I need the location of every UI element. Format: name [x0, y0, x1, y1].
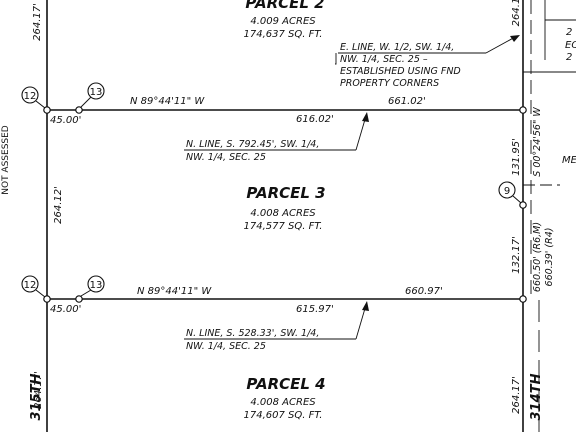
- corner-monument: [519, 201, 527, 209]
- point-number-circle: [87, 82, 105, 100]
- corner-monument: [75, 106, 83, 114]
- point-number-circle: [21, 86, 39, 104]
- north-line-callout-2-line-2: NW. 1/4, SEC. 25: [186, 341, 266, 352]
- parcel-4-title: PARCEL 4: [246, 375, 325, 393]
- parcel-2-sqft: 174,637 SQ. FT.: [244, 29, 323, 40]
- east-dim-mid-upper: 131.95': [511, 138, 522, 176]
- parcel-2-acres: 4.009 ACRES: [250, 16, 316, 27]
- road-name-west: 315TH: [29, 373, 44, 420]
- north-line-callout-1-line-1: N. LINE, S. 792.45', SW. 1/4,: [186, 139, 319, 150]
- west-dim-bottom: 264.17': [33, 371, 44, 409]
- east-line-callout-line-2: NW. 1/4, SEC. 25 –: [340, 54, 428, 65]
- corner-monument: [75, 295, 83, 303]
- east-record-r6m: 660.50' (R6,M): [532, 222, 543, 292]
- corner-monument: [519, 106, 527, 114]
- point-number-12: 12: [24, 91, 37, 102]
- upper-line-total-distance: 661.02': [388, 96, 426, 107]
- east-line-callout-line-1: E. LINE, W. 1/2, SW. 1/4,: [340, 42, 454, 53]
- point-number-circle: [21, 275, 39, 293]
- parcel-2-title: PARCEL 2: [245, 0, 324, 12]
- point-number-13: 13: [90, 87, 103, 98]
- parcel-3-acres: 4.008 ACRES: [250, 208, 316, 219]
- east-line-callout-line-4: PROPERTY CORNERS: [340, 78, 439, 89]
- corner-monument: [43, 295, 51, 303]
- leader-arrowhead: [362, 112, 369, 122]
- north-callout-1-leader: [355, 115, 367, 151]
- east-record-r4: 660.39' (R4): [544, 228, 555, 287]
- east-dim-mid-lower: 132.17': [511, 236, 522, 274]
- east-dim-bottom: 264.17': [511, 376, 522, 414]
- parcel-3-title: PARCEL 3: [246, 184, 325, 202]
- leader-arrowhead: [362, 301, 369, 311]
- edge-fragment-b: EC: [565, 40, 576, 51]
- east-line-callout-line-3: ESTABLISHED USING FND: [340, 66, 461, 77]
- east-callout-leader: [485, 35, 518, 54]
- upper-line-inner-distance: 616.02': [296, 114, 334, 125]
- east-dim-top: 264.1: [511, 0, 522, 26]
- point-number-13: 13: [90, 280, 103, 291]
- east-line-bearing: S 00°24'56" W: [532, 107, 543, 177]
- point-number-circle: [87, 275, 105, 293]
- leader-arrowhead: [510, 35, 520, 42]
- lower-line-total-distance: 660.97': [405, 286, 443, 297]
- north-line-callout-2-line-1: N. LINE, S. 528.33', SW. 1/4,: [186, 328, 319, 339]
- corner-monument: [43, 106, 51, 114]
- north-callout-2-leader: [355, 304, 367, 340]
- upper-line-bearing: N 89°44'11" W: [130, 96, 205, 107]
- not-assessed-label: NOT ASSESSED: [1, 125, 11, 195]
- point-number-circle: [498, 181, 516, 199]
- road-name-east: 314TH: [529, 373, 544, 420]
- corner-monument: [519, 295, 527, 303]
- lower-line-bearing: N 89°44'11" W: [137, 286, 212, 297]
- north-line-callout-1-line-2: NW. 1/4, SEC. 25: [186, 152, 266, 163]
- edge-fragment-a: 2: [566, 27, 572, 38]
- lower-line-offset: 45.00': [50, 304, 81, 315]
- west-dim-top: 264.17': [32, 3, 43, 41]
- parcel-4-sqft: 174,607 SQ. FT.: [244, 410, 323, 421]
- west-dim-middle: 264.12': [53, 186, 64, 224]
- upper-line-offset: 45.00': [50, 115, 81, 126]
- point-number-9: 9: [504, 186, 510, 197]
- point-number-12: 12: [24, 280, 37, 291]
- parcel-4-acres: 4.008 ACRES: [250, 397, 316, 408]
- edge-fragment-d: ME: [562, 155, 576, 166]
- lower-line-inner-distance: 615.97': [296, 304, 334, 315]
- parcel-3-sqft: 174,577 SQ. FT.: [244, 221, 323, 232]
- edge-fragment-c: 2: [566, 52, 572, 63]
